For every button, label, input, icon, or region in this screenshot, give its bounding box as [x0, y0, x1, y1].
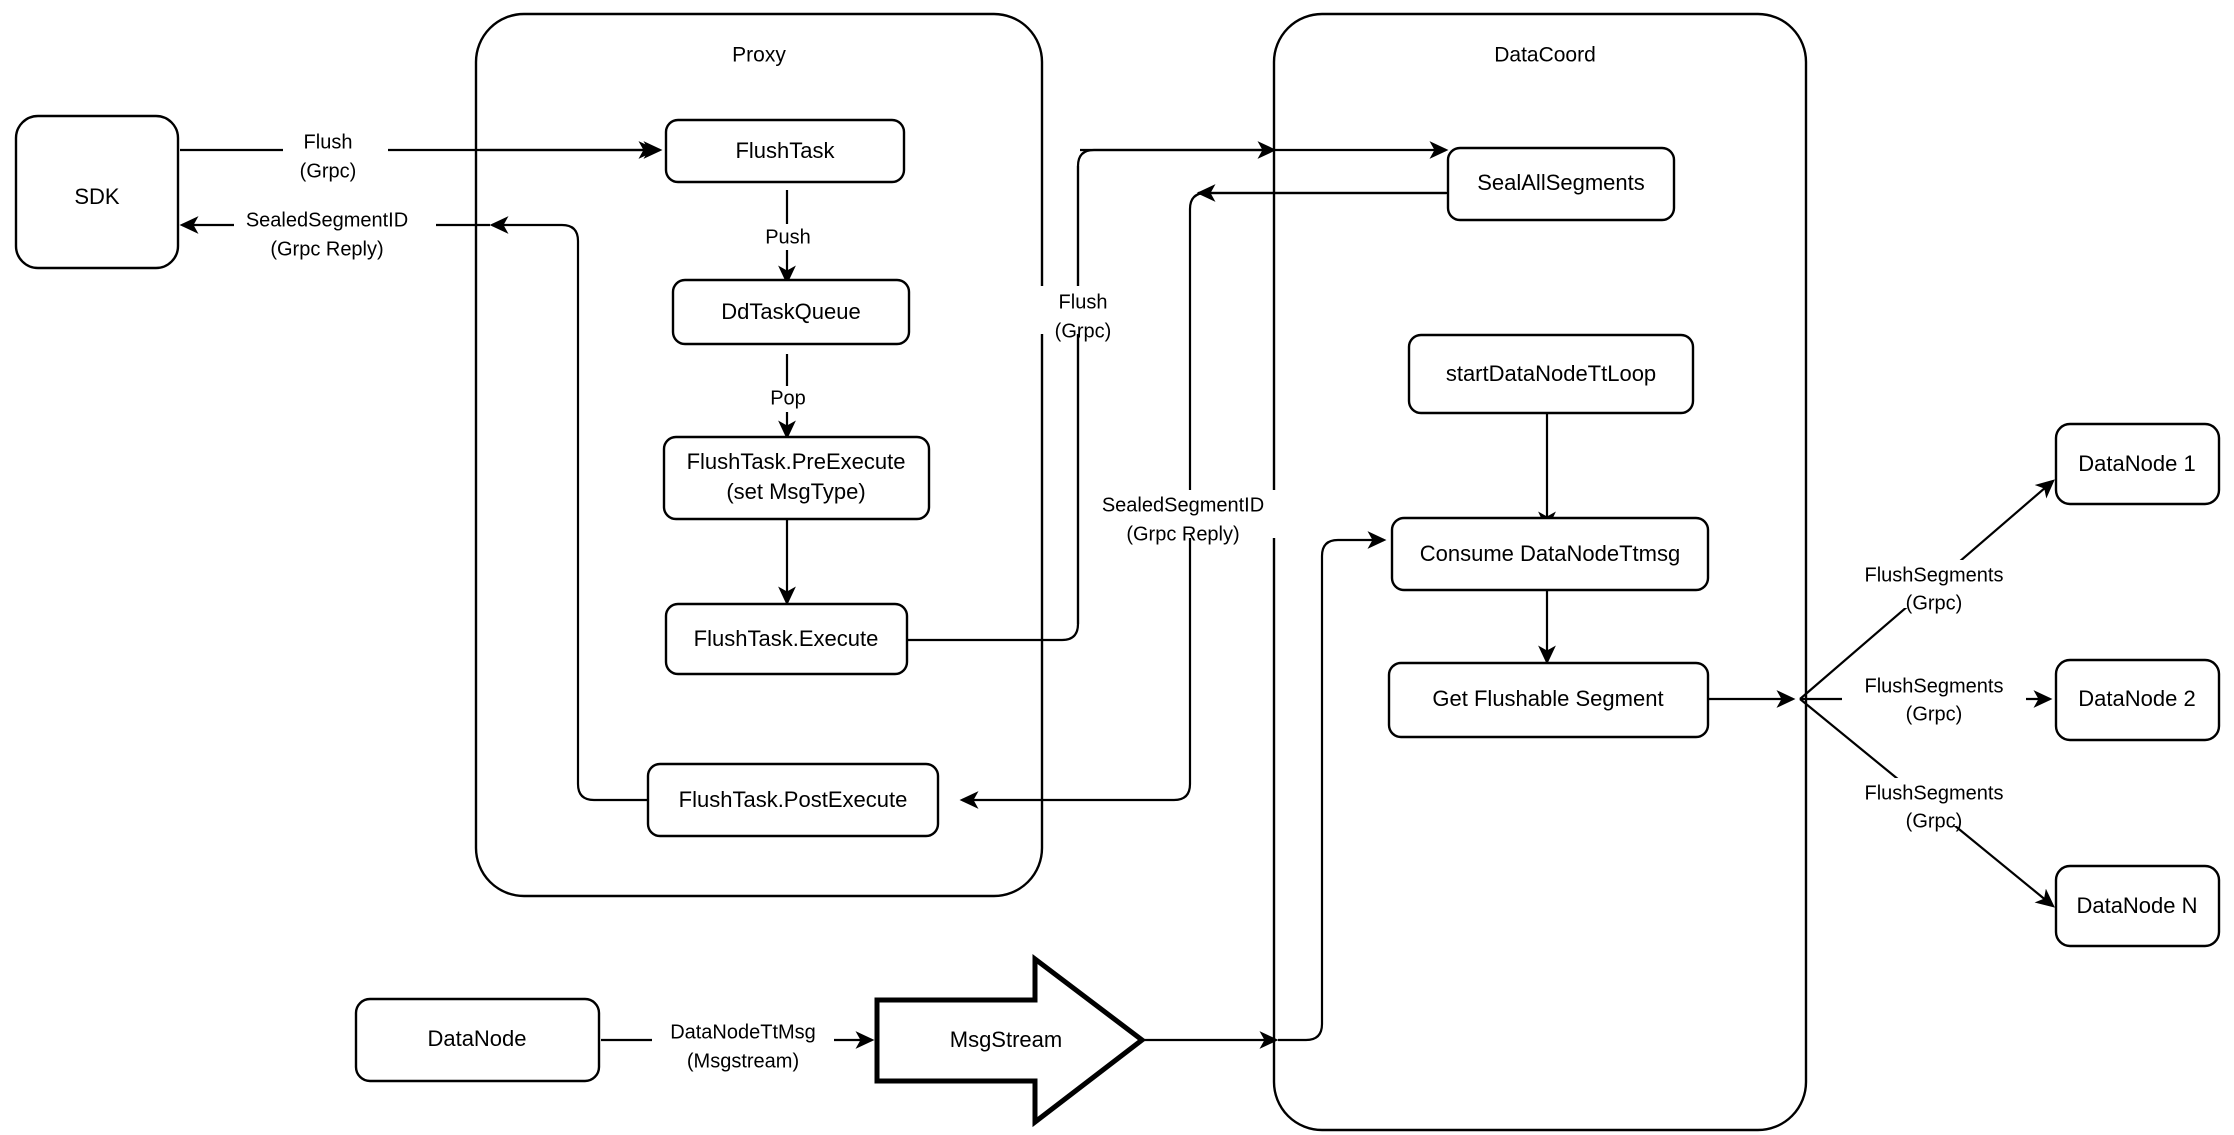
node-get-flushable-label: Get Flushable Segment: [1432, 686, 1663, 711]
node-datanode-1[interactable]: DataNode 1: [2054, 422, 2221, 506]
node-flushtask-postexecute[interactable]: FlushTask.PostExecute: [646, 762, 940, 838]
edge-label-coord-reply-line2: (Grpc Reply): [1126, 523, 1239, 545]
node-seal-all-segments-label: SealAllSegments: [1477, 170, 1645, 195]
node-dd-task-queue-label: DdTaskQueue: [721, 299, 860, 324]
node-flushtask-preexecute[interactable]: FlushTask.PreExecute (set MsgType): [662, 435, 931, 521]
node-datanode-2[interactable]: DataNode 2: [2054, 658, 2221, 742]
edge-label-sealedsegmentid-line2: (Grpc Reply): [270, 238, 383, 260]
proxy-group-box: [474, 12, 1044, 898]
edge-label-flushsegments-1: FlushSegments (Grpc): [1842, 560, 2026, 614]
node-start-ttloop-label: startDataNodeTtLoop: [1446, 361, 1656, 386]
node-datanode-n-label: DataNode N: [2076, 893, 2197, 918]
edge-label-coord-to-proxy: SealedSegmentID (Grpc Reply): [1095, 490, 1293, 545]
node-sdk-label: SDK: [74, 184, 120, 209]
edge-execute-to-datacoord: [907, 141, 1277, 642]
edge-label-flushsegments-1-line2: (Grpc): [1906, 592, 1963, 614]
node-flushtask-execute[interactable]: FlushTask.Execute: [664, 602, 909, 676]
node-start-datanode-ttloop[interactable]: startDataNodeTtLoop: [1407, 333, 1695, 415]
datacoord-group-box: [1272, 12, 1808, 1132]
node-datanode-1-label: DataNode 1: [2078, 451, 2195, 476]
edge-label-coord-flush-line2: (Grpc): [1055, 320, 1112, 342]
edge-postexecute-to-sdk-route: [489, 216, 650, 802]
node-postexecute-label: FlushTask.PostExecute: [679, 787, 908, 812]
node-datanode-source-label: DataNode: [427, 1026, 526, 1051]
edge-datacoord-ttmsg-up-to-consume: [1278, 531, 1387, 1042]
node-datanode-2-label: DataNode 2: [2078, 686, 2195, 711]
edge-label-flush-grpc-line2: (Grpc): [300, 160, 357, 182]
proxy-group-label: Proxy: [732, 44, 786, 67]
edge-label-flushsegments-n-line1: FlushSegments: [1865, 782, 2004, 804]
node-dd-task-queue[interactable]: DdTaskQueue: [671, 278, 911, 346]
node-msgstream-label: MsgStream: [950, 1027, 1062, 1052]
datacoord-group-label: DataCoord: [1494, 44, 1596, 67]
node-preexecute-label-line2: (set MsgType): [726, 479, 865, 504]
edge-label-flushsegments-1-line1: FlushSegments: [1865, 564, 2004, 586]
edge-label-flushsegments-2: FlushSegments (Grpc): [1842, 671, 2026, 725]
edge-label-pop: Pop: [753, 386, 823, 412]
edge-label-coord-flush-line1: Flush: [1059, 291, 1108, 313]
edge-label-proxy-to-sdk: SealedSegmentID (Grpc Reply): [234, 205, 436, 260]
node-consume-ttmsg-label: Consume DataNodeTtmsg: [1420, 541, 1680, 566]
edge-label-flushsegments-2-line1: FlushSegments: [1865, 675, 2004, 697]
edge-label-push: Push: [750, 224, 826, 250]
edge-label-pop-text: Pop: [770, 387, 806, 409]
edge-label-flushsegments-n: FlushSegments (Grpc): [1842, 778, 2026, 832]
node-consume-datanode-ttmsg[interactable]: Consume DataNodeTtmsg: [1390, 516, 1710, 592]
edge-label-coord-reply-line1: SealedSegmentID: [1102, 494, 1264, 516]
edge-label-flushsegments-n-line2: (Grpc): [1906, 810, 1963, 832]
edge-label-sealedsegmentid-line1: SealedSegmentID: [246, 209, 408, 231]
node-datanode-source[interactable]: DataNode: [354, 997, 601, 1083]
node-seal-all-segments[interactable]: SealAllSegments: [1446, 146, 1676, 222]
node-preexecute-label-line1: FlushTask.PreExecute: [687, 449, 906, 474]
edge-label-datanodettmsg-line2: (Msgstream): [687, 1050, 799, 1072]
edge-label-flushsegments-2-line2: (Grpc): [1906, 703, 1963, 725]
node-datanode-n[interactable]: DataNode N: [2054, 864, 2221, 948]
node-flush-task[interactable]: FlushTask: [664, 118, 906, 184]
edge-label-datanodettmsg-line1: DataNodeTtMsg: [670, 1021, 816, 1043]
node-flush-task-label: FlushTask: [735, 138, 835, 163]
edge-label-proxy-to-coord: Flush (Grpc): [1040, 286, 1126, 342]
node-get-flushable-segment[interactable]: Get Flushable Segment: [1387, 661, 1710, 739]
node-msgstream[interactable]: MsgStream: [874, 953, 1147, 1128]
msgstream-arrow-shape: [874, 953, 1147, 1128]
edge-label-datanode-ttmsg: DataNodeTtMsg (Msgstream): [652, 1018, 834, 1072]
edge-label-flush-grpc-line1: Flush: [304, 131, 353, 153]
node-execute-label: FlushTask.Execute: [694, 626, 879, 651]
edge-label-push-text: Push: [765, 226, 811, 248]
edge-label-sdk-to-proxy: Flush (Grpc): [283, 128, 388, 182]
node-sdk[interactable]: SDK: [14, 114, 180, 270]
